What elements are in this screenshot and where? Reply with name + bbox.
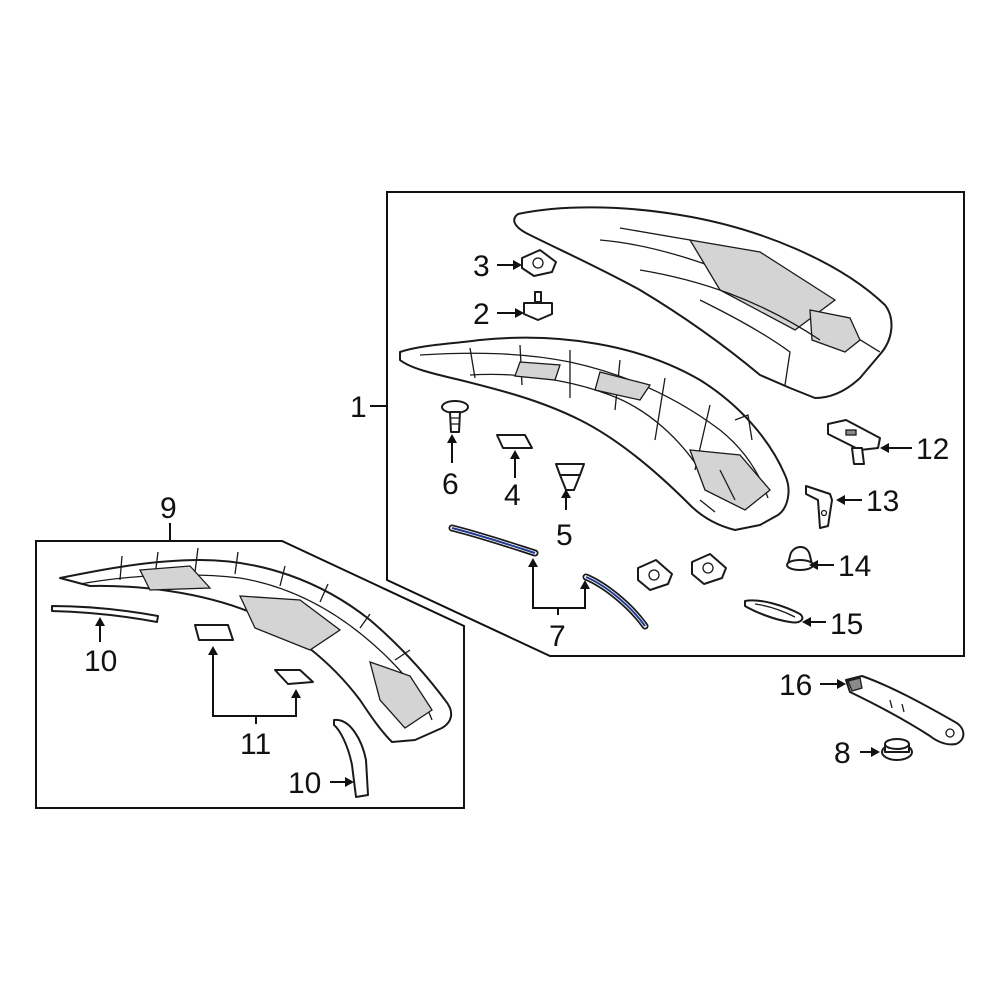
part-13-bracket [805,485,833,529]
part-14-bump-stop [786,546,814,571]
callout-1: 1 [350,391,367,424]
part-16-handle [845,675,965,746]
callout-10a: 10 [84,645,117,678]
part-12-bracket [827,419,881,465]
callout-15: 15 [830,608,863,641]
callout-8: 8 [834,737,851,770]
callout-11: 11 [240,728,271,761]
callout-12: 12 [916,433,949,466]
part-9-trim-panel [59,547,453,743]
callout-2: 2 [473,298,490,331]
part-11-pads [194,624,314,685]
assembly-9-frame [35,540,465,809]
deck-lid-cover [513,206,893,399]
part-3-clip-nut [521,249,557,277]
leader-lines [95,260,912,787]
part-15-grommet [744,599,804,624]
callout-5: 5 [556,519,573,552]
assembly-1-frame [386,191,965,657]
callout-4: 4 [504,479,521,512]
callout-9: 9 [160,492,177,525]
part-5-clip [555,463,585,491]
part-8-grommet [881,738,913,761]
callout-3: 3 [473,250,490,283]
part-2-bolt [523,291,553,321]
callout-6: 6 [442,468,459,501]
part-6-push-pin [441,400,469,433]
callout-13: 13 [866,485,899,518]
callout-7: 7 [549,620,566,653]
callout-10b: 10 [288,767,321,800]
callout-14: 14 [838,550,871,583]
part-7-seal-strips [448,524,649,630]
part-10-strips [51,605,369,798]
callout-numbers: 1 2 3 4 5 6 7 8 9 10 10 11 12 13 14 15 1… [84,250,949,800]
part-4-pad [496,434,533,449]
lower-clip-nuts [637,553,727,591]
inner-deck-lid-panel [399,336,790,531]
callout-16: 16 [779,669,812,702]
